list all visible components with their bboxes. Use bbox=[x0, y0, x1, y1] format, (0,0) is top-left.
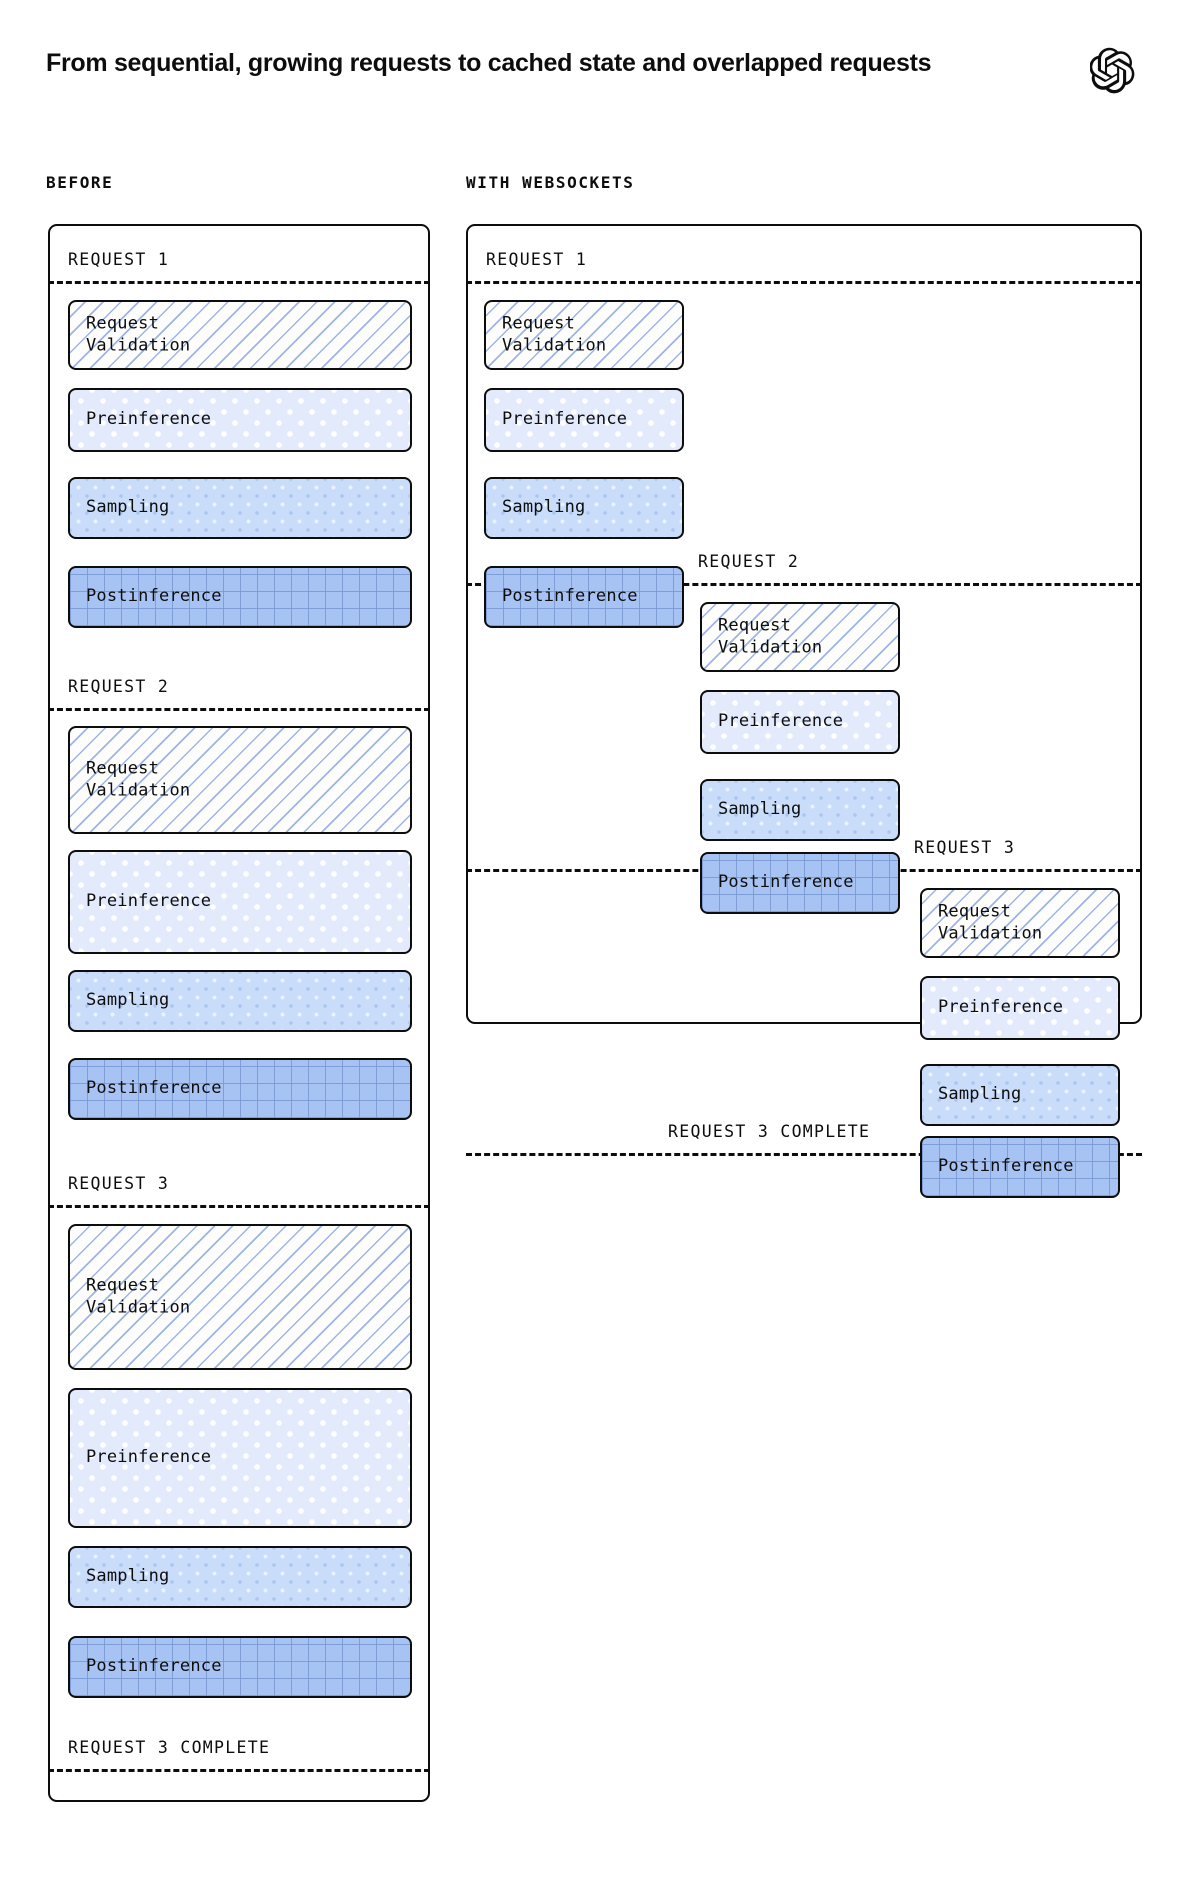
before-request-3-complete-label: REQUEST 3 COMPLETE bbox=[68, 1738, 271, 1757]
before-r3-request-validation: Request Validation bbox=[68, 1224, 412, 1370]
before-r2-preinference: Preinference bbox=[68, 850, 412, 954]
stage-label: Preinference bbox=[718, 711, 844, 732]
column-caption-websockets: WITH WEBSOCKETS bbox=[466, 173, 635, 192]
stage-label: Postinference bbox=[86, 1656, 222, 1677]
stage-label: Preinference bbox=[502, 409, 628, 430]
ws-r1-postinference: Postinference bbox=[484, 566, 684, 628]
ws-r3-sampling: Sampling bbox=[920, 1064, 1120, 1126]
column-caption-before: BEFORE bbox=[46, 173, 114, 192]
stage-label: Sampling bbox=[86, 990, 170, 1011]
ws-divider-complete bbox=[466, 1153, 1142, 1156]
before-r1-preinference: Preinference bbox=[68, 388, 412, 452]
stage-label: Sampling bbox=[718, 799, 802, 820]
stage-label: Postinference bbox=[86, 1078, 222, 1099]
ws-r2-postinference: Postinference bbox=[700, 852, 900, 914]
ws-r2-preinference: Preinference bbox=[700, 690, 900, 754]
before-request-3-label: REQUEST 3 bbox=[68, 1174, 170, 1193]
before-r2-request-validation: Request Validation bbox=[68, 726, 412, 834]
ws-r1-sampling: Sampling bbox=[484, 477, 684, 539]
stage-label: Postinference bbox=[86, 586, 222, 607]
ws-r1-preinference: Preinference bbox=[484, 388, 684, 452]
page-title: From sequential, growing requests to cac… bbox=[46, 49, 932, 77]
ws-r3-request-validation: Request Validation bbox=[920, 888, 1120, 958]
before-r3-preinference: Preinference bbox=[68, 1388, 412, 1528]
before-divider-complete bbox=[48, 1769, 430, 1772]
stage-label: Request Validation bbox=[86, 313, 191, 355]
stage-label: Postinference bbox=[718, 872, 854, 893]
stage-label: Request Validation bbox=[938, 901, 1043, 943]
openai-logo bbox=[1090, 46, 1138, 94]
before-r2-postinference: Postinference bbox=[68, 1058, 412, 1120]
ws-request-2-label: REQUEST 2 bbox=[698, 552, 800, 571]
ws-divider-1 bbox=[466, 281, 1142, 284]
stage-label: Sampling bbox=[502, 497, 586, 518]
before-r3-postinference: Postinference bbox=[68, 1636, 412, 1698]
ws-r2-request-validation: Request Validation bbox=[700, 602, 900, 672]
before-r1-sampling: Sampling bbox=[68, 477, 412, 539]
before-divider-3 bbox=[48, 1205, 430, 1208]
ws-request-3-complete-label: REQUEST 3 COMPLETE bbox=[668, 1122, 871, 1141]
ws-r3-preinference: Preinference bbox=[920, 976, 1120, 1040]
ws-divider-2 bbox=[466, 583, 1142, 586]
stage-label: Sampling bbox=[86, 497, 170, 518]
before-r1-request-validation: Request Validation bbox=[68, 300, 412, 370]
stage-label: Preinference bbox=[938, 997, 1064, 1018]
stage-label: Request Validation bbox=[86, 758, 191, 800]
before-divider-2 bbox=[48, 708, 430, 711]
stage-label: Request Validation bbox=[86, 1275, 191, 1317]
stage-label: Postinference bbox=[938, 1156, 1074, 1177]
stage-label: Preinference bbox=[86, 891, 212, 912]
stage-label: Request Validation bbox=[718, 615, 823, 657]
ws-r1-request-validation: Request Validation bbox=[484, 300, 684, 370]
before-r3-sampling: Sampling bbox=[68, 1546, 412, 1608]
before-r2-sampling: Sampling bbox=[68, 970, 412, 1032]
ws-request-3-label: REQUEST 3 bbox=[914, 838, 1016, 857]
ws-r2-sampling: Sampling bbox=[700, 779, 900, 841]
stage-label: Sampling bbox=[938, 1084, 1022, 1105]
stage-label: Sampling bbox=[86, 1566, 170, 1587]
stage-label: Request Validation bbox=[502, 313, 607, 355]
stage-label: Preinference bbox=[86, 409, 212, 430]
ws-request-1-label: REQUEST 1 bbox=[486, 250, 588, 269]
before-request-2-label: REQUEST 2 bbox=[68, 677, 170, 696]
before-r1-postinference: Postinference bbox=[68, 566, 412, 628]
before-request-1-label: REQUEST 1 bbox=[68, 250, 170, 269]
stage-label: Postinference bbox=[502, 586, 638, 607]
stage-label: Preinference bbox=[86, 1447, 212, 1468]
ws-r3-postinference: Postinference bbox=[920, 1136, 1120, 1198]
before-divider-1 bbox=[48, 281, 430, 284]
